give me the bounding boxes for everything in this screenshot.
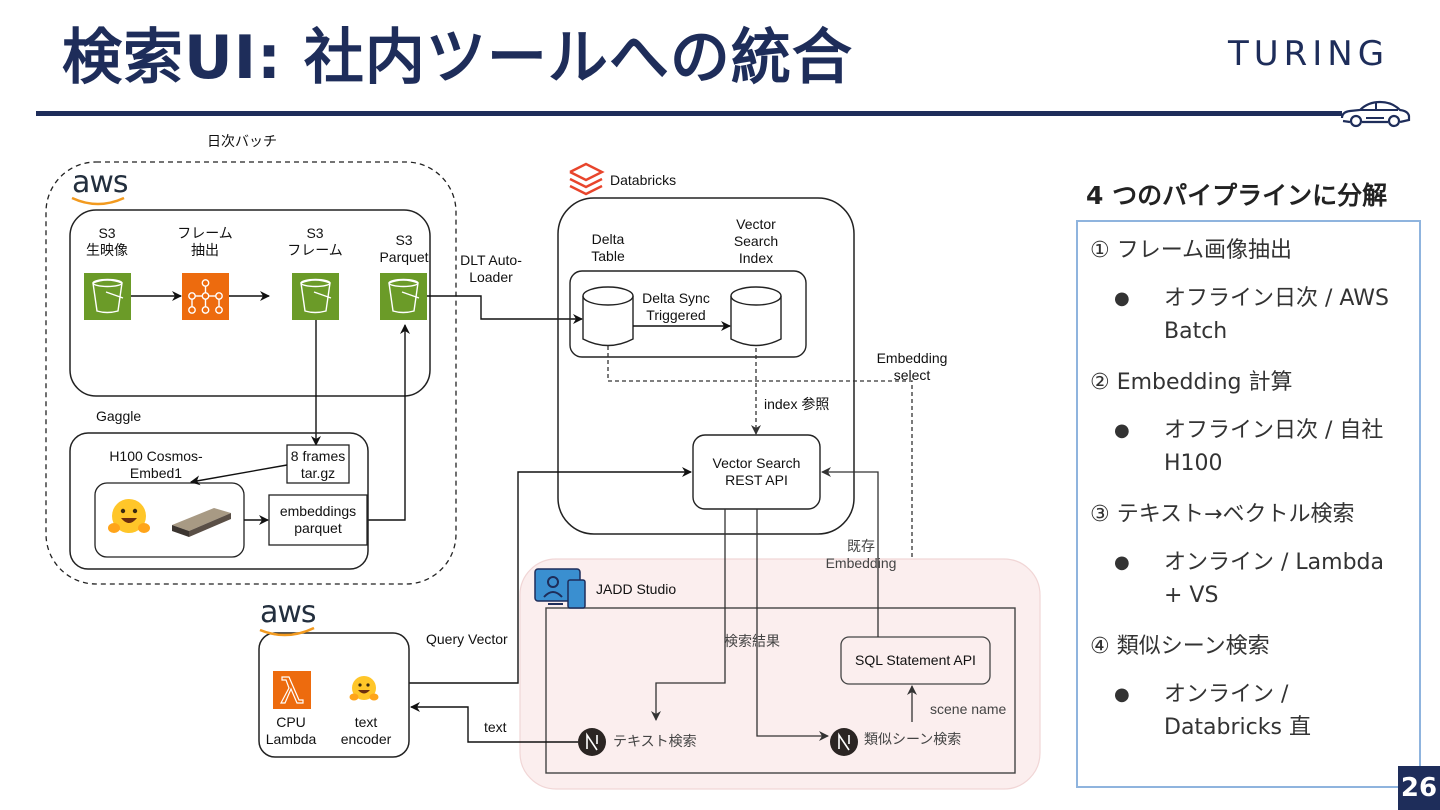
text-search-label[interactable]: テキスト検索 <box>613 733 697 749</box>
scene-name-label: scene name <box>930 701 1007 717</box>
aws-logo: aws <box>260 595 317 630</box>
frames-box <box>286 444 350 484</box>
databricks-group <box>557 197 855 535</box>
lambda-group <box>258 632 410 758</box>
embeddings-box <box>268 494 368 546</box>
jadd-studio-label: JADD Studio <box>596 581 677 597</box>
aws-smile <box>71 196 125 206</box>
turing-logo: TURING <box>1228 34 1390 74</box>
panel-title: 4 つのパイプラインに分解 <box>1086 181 1388 210</box>
bullet-dot-icon: ● <box>1114 552 1130 573</box>
gpu-card-icon <box>172 508 231 537</box>
flow-arrow <box>427 295 583 324</box>
aws-batch-group <box>69 209 431 397</box>
s3-bucket-icon <box>84 273 131 320</box>
aws-logo: aws <box>72 165 129 200</box>
similar-search-label[interactable]: 類似シーン検索 <box>864 731 962 747</box>
jadd-studio-frame <box>545 607 1016 774</box>
bullet-dot-icon: ● <box>1114 684 1130 705</box>
flow-arrow <box>190 464 288 486</box>
frame-extract-label: フレーム抽出 <box>177 225 233 258</box>
bullet-dot-icon: ● <box>1114 420 1130 441</box>
huggingface-icon <box>108 499 150 533</box>
page-number: 26 <box>1398 766 1440 810</box>
databricks-logo-icon <box>569 162 605 196</box>
existing-embedding-arrow <box>821 467 879 637</box>
embedding-select-arrow <box>607 346 917 637</box>
pipeline-heading: ① フレーム画像抽出 <box>1090 238 1293 263</box>
flow-arrow <box>367 324 410 521</box>
pipeline-heading: ④ 類似シーン検索 <box>1090 634 1270 659</box>
pipeline-heading: ② Embedding 計算 <box>1090 370 1293 395</box>
pipeline-bullet: ●オフライン日次 / 自社 H100 <box>1090 414 1409 480</box>
pipeline-bullet: ●オンライン / Lambda + VS <box>1090 546 1409 612</box>
jadd-studio-region <box>519 558 1041 790</box>
delta-sync-group <box>569 270 807 358</box>
text-arrow <box>410 702 578 743</box>
index-ref-label: index 参照 <box>764 396 830 412</box>
aws-batch-icon <box>182 273 229 320</box>
text-flow-label: text <box>484 719 507 735</box>
nextjs-icon <box>830 728 858 756</box>
sql-api-box <box>840 636 991 685</box>
pipeline-bullet: ●オフライン日次 / AWS Batch <box>1090 282 1409 348</box>
delta-table-icon <box>582 286 634 347</box>
daily-batch-group <box>45 161 457 585</box>
page-title: 検索UI: 社内ツールへの統合 <box>62 23 853 93</box>
car-icon <box>1340 100 1411 128</box>
query-vector-arrow <box>409 467 692 684</box>
pipeline-bullet: ●オンライン / Databricks 直 <box>1090 678 1409 744</box>
daily-batch-label: 日次バッチ <box>207 133 277 149</box>
pipeline-summary-panel: ① フレーム画像抽出 ●オフライン日次 / AWS Batch ② Embedd… <box>1076 220 1421 788</box>
search-result-arrow <box>651 509 726 721</box>
aws-smile <box>259 626 315 637</box>
sql-api-label: SQL Statement API <box>855 652 976 668</box>
architecture-diagram <box>45 161 1041 790</box>
lambda-icon <box>273 671 311 709</box>
bullet-dot-icon: ● <box>1114 288 1130 309</box>
s3-bucket-icon <box>380 273 427 320</box>
similar-result-arrow <box>756 509 829 741</box>
s3-bucket-icon <box>292 273 339 320</box>
h100-label: H100 Cosmos-Embed1 <box>109 448 203 481</box>
search-results-label: 検索結果 <box>724 633 780 649</box>
gaggle-label: Gaggle <box>96 408 142 424</box>
vector-index-icon <box>730 286 782 347</box>
gaggle-group <box>69 432 369 570</box>
title-underline <box>36 111 1342 116</box>
nextjs-icon <box>578 728 606 756</box>
studio-device-icon <box>534 568 586 609</box>
query-vector-label: Query Vector <box>426 631 508 647</box>
pipeline-heading: ③ テキスト→ベクトル検索 <box>1090 502 1355 527</box>
huggingface-icon <box>349 676 379 701</box>
dlt-autoloader-label: DLT Auto-Loader <box>460 252 522 285</box>
databricks-label: Databricks <box>610 172 677 188</box>
